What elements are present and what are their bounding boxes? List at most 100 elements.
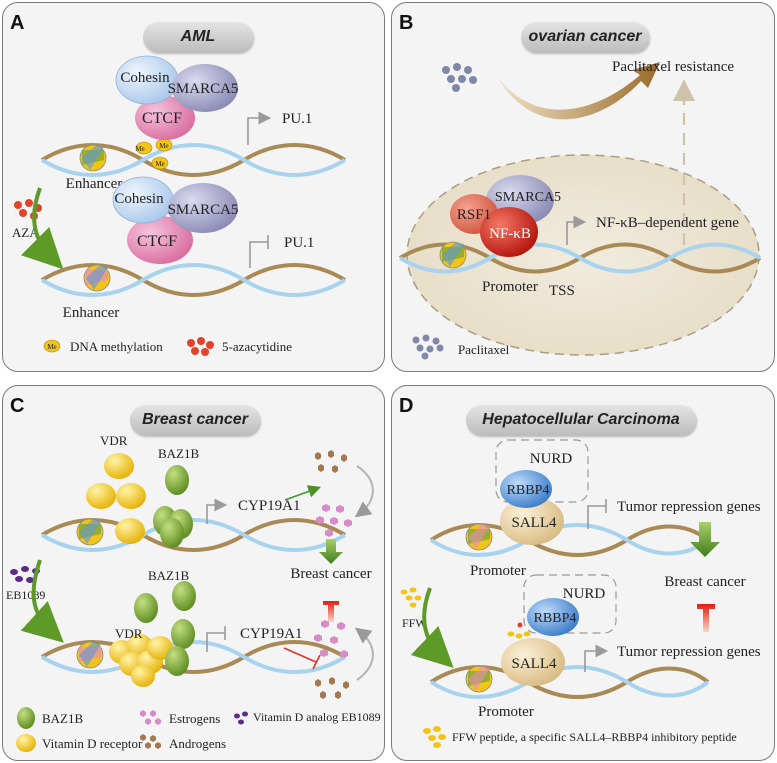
cohesin-label-a-top: Cohesin: [120, 70, 170, 86]
tumor-gene-block-top: [587, 505, 606, 529]
ffw-legend-icon: [423, 726, 446, 748]
ffw-bound-d: [507, 622, 531, 639]
vdr-label-c-bottom: VDR: [115, 626, 143, 641]
panel-letter-d: D: [399, 395, 414, 417]
promoter-label-d-top: Promoter: [470, 563, 526, 579]
cohesin-label-a-bottom: Cohesin: [114, 191, 164, 207]
azacytidine-legend-label: 5-azacytidine: [222, 339, 292, 354]
androgen-to-estrogen-curve-top: [354, 465, 374, 518]
tss-arrow-b: [566, 215, 587, 245]
cyp-inhibit-line: [283, 647, 317, 663]
nucleosome-a-bottom: [83, 264, 111, 292]
aza-arrow-a: [20, 187, 64, 270]
pu1-label-a-top: PU.1: [282, 111, 312, 127]
panel-letter-c: C: [10, 395, 25, 417]
androgens-legend-label: Androgens: [169, 736, 226, 751]
androgens-top-c: [315, 450, 347, 473]
rbbp4-label-top: RBBP4: [507, 483, 550, 498]
ffw-legend-label: FFW peptide, a specific SALL4–RBBP4 inhi…: [452, 730, 737, 744]
me-label-2: Me: [159, 142, 168, 150]
nurd-complex-box-top: [495, 439, 589, 503]
pu1-block-a-bottom: [249, 241, 268, 268]
cyp-inhibit-bar: [312, 654, 321, 670]
panel-c-title: Breast cancer: [130, 405, 260, 435]
cancer-arrow-d: [690, 522, 720, 557]
eb1089-label: EB1089: [6, 588, 45, 602]
panel-c: [2, 385, 385, 761]
methylation-legend-icon: [43, 339, 61, 353]
baz1b-legend-icon: [17, 707, 35, 729]
vdr-legend-label: Vitamin D receptor: [42, 736, 143, 751]
panel-a-title: AML: [143, 22, 253, 52]
rbbp4-top: [500, 470, 552, 508]
vdr-free-c-top: [86, 453, 146, 544]
me-label-3: Me: [155, 160, 164, 168]
panel-d-title: Hepatocellular Carcinoma: [466, 405, 696, 435]
panel-letter-a: A: [10, 12, 25, 34]
sall4-bottom: [501, 638, 565, 686]
sall4-label-top: SALL4: [512, 515, 558, 531]
pu1-arrow-a-top: [247, 111, 272, 145]
baz1b-c-bottom: [134, 581, 196, 676]
nucleosome-a-top: [79, 144, 107, 172]
azacytidine-legend-icon: [187, 337, 214, 356]
ctcf-a-bottom: [127, 216, 193, 264]
sall4-label-bottom: SALL4: [512, 656, 558, 672]
promoter-label-d-bottom: Promoter: [478, 704, 534, 720]
cyp-arrow-c-top: [206, 498, 228, 524]
baz1b-legend-label: BAZ1B: [42, 711, 84, 726]
tumor-genes-label-bottom: Tumor repression genes: [617, 644, 761, 660]
estrogens-bottom-c: [314, 620, 348, 658]
nfkb-label: NF-κB: [489, 226, 531, 242]
estrogens-top-c: [316, 504, 352, 537]
baz1b-c-top: [153, 465, 193, 548]
paclitaxel-legend-label: Paclitaxel: [458, 342, 510, 357]
androgens-bottom-c: [315, 677, 349, 699]
ctcf-a-top: [135, 96, 195, 140]
breast-cancer-label-c: Breast cancer: [290, 566, 371, 582]
estrogens-legend-label: Estrogens: [169, 711, 220, 726]
ctcf-label-a-top: CTCF: [142, 110, 182, 127]
nucleosome-c-bottom: [76, 641, 104, 669]
nfkb-b: [480, 207, 538, 257]
methylation-legend-me: Me: [47, 343, 56, 351]
ffw-dots-d: [400, 587, 422, 608]
nurd-label-bottom: NURD: [563, 586, 606, 602]
breast-cancer-label-d: Breast cancer: [664, 574, 745, 590]
rbbp4-bottom: [527, 598, 579, 636]
estrogens-legend-icon: [140, 710, 161, 725]
vdr-label-c-top: VDR: [100, 433, 128, 448]
vdr-legend-icon: [16, 734, 36, 752]
nucleosome-d-bottom: [465, 665, 493, 693]
methylation-legend-label: DNA methylation: [70, 339, 163, 354]
nucleosome-c-top: [76, 518, 104, 546]
tumor-genes-label-top: Tumor repression genes: [617, 499, 761, 515]
enhancer-label-a-bottom: Enhancer: [63, 305, 120, 321]
tss-label-b: TSS: [549, 283, 575, 299]
nucleosome-d-top: [465, 523, 493, 551]
paclitaxel-resistance-label: Paclitaxel resistance: [612, 59, 734, 75]
nurd-complex-box-bottom: [523, 574, 617, 634]
smarca5-a-top: [172, 64, 238, 112]
panel-a-bottom-dna: [40, 263, 347, 297]
rbbp4-label-bottom: RBBP4: [534, 611, 577, 626]
paclitaxel-dots-b: [442, 63, 477, 92]
rsf1-label: RSF1: [457, 207, 491, 223]
baz1b-label-c-bottom: BAZ1B: [148, 568, 190, 583]
androgens-legend-icon: [140, 734, 161, 749]
ffw-arrow-d: [410, 587, 454, 669]
me-label-1: Me: [135, 145, 144, 153]
tumor-gene-arrow-bottom: [584, 644, 609, 672]
smarca5-a-bottom: [168, 183, 238, 233]
nfkb-gene-label: NF-κB–dependent gene: [596, 215, 739, 231]
ctcf-label-a-bottom: CTCF: [137, 233, 177, 250]
nurd-label-top: NURD: [530, 451, 573, 467]
cyp-block-c-bottom: [206, 632, 225, 652]
paclitaxel-legend-icon: [412, 334, 444, 360]
cyp-to-estrogen-arrow: [284, 485, 322, 501]
cyp-label-c-top: CYP19A1: [238, 498, 301, 514]
resistance-curve-arrow: [498, 62, 660, 120]
androgen-to-estrogen-curve-bottom: [354, 627, 374, 681]
panel-letter-b: B: [399, 12, 414, 34]
smarca5-label-a-top: SMARCA5: [168, 81, 239, 97]
